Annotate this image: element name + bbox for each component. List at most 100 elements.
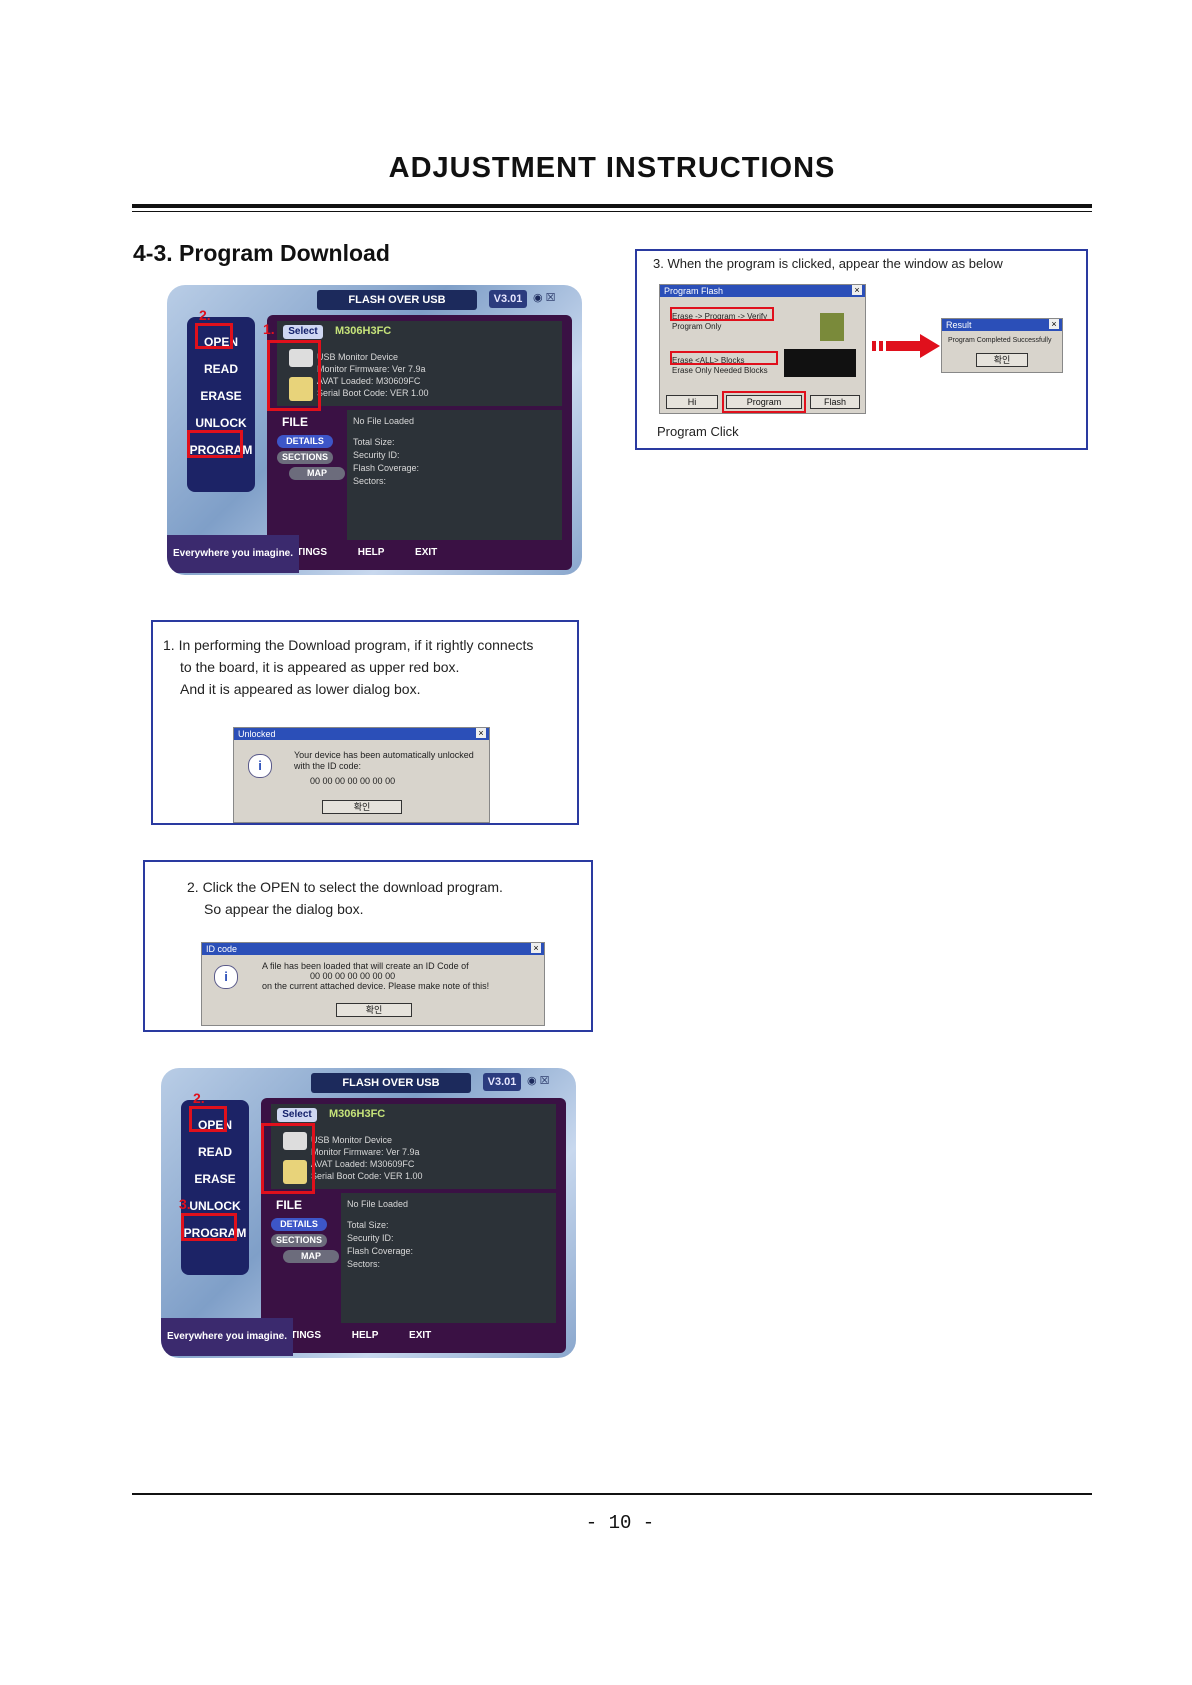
file-info-panel <box>341 1193 556 1323</box>
list-item: Security ID: <box>347 1233 394 1243</box>
slogan-banner: Everywhere you imagine. <box>167 535 299 573</box>
menu-program[interactable]: PROGRAM <box>189 443 253 457</box>
highlight-erase <box>670 351 778 365</box>
sections-button[interactable]: SECTIONS <box>277 451 333 464</box>
progress-area <box>784 349 856 377</box>
note-3-text: 3. When the program is clicked, appear t… <box>653 256 1003 271</box>
note-1-line: to the board, it is appeared as upper re… <box>180 659 460 675</box>
note-2-box: 2. Click the OPEN to select the download… <box>143 860 593 1032</box>
details-button[interactable]: DETAILS <box>271 1218 327 1231</box>
window-controls-icon: ◉ ☒ <box>533 292 556 304</box>
result-message: Program Completed Successfully <box>948 337 1052 344</box>
file-label: FILE <box>276 1198 302 1212</box>
device-line: Monitor Firmware: Ver 7.9a <box>317 364 426 374</box>
menu-unlock[interactable]: UNLOCK <box>195 416 247 430</box>
device-line: Serial Boot Code: VER 1.00 <box>317 388 429 398</box>
list-item: Sectors: <box>353 476 387 486</box>
info-icon: i <box>248 754 272 778</box>
close-icon[interactable]: × <box>531 943 541 953</box>
hi-button[interactable]: Hi <box>666 395 718 409</box>
dialog-message-1: A file has been loaded that will create … <box>262 961 469 971</box>
app-main-panel: Select M306H3FC USB Monitor Device Monit… <box>261 1098 566 1353</box>
header-rule-thin <box>132 211 1092 212</box>
menu-erase[interactable]: ERASE <box>200 389 242 403</box>
callout-3: 3. <box>179 1196 191 1212</box>
select-button[interactable]: Select <box>277 1108 317 1122</box>
flash-button[interactable]: Flash <box>810 395 860 409</box>
list-item: Sectors: <box>347 1259 381 1269</box>
program-button[interactable]: Program <box>726 395 802 409</box>
section-title: 4-3. Program Download <box>133 240 390 266</box>
option-program-only[interactable]: Program Only <box>672 322 722 331</box>
app-version: V3.01 <box>489 290 527 308</box>
ok-button[interactable]: 확인 <box>322 800 402 814</box>
highlight-open <box>195 323 233 349</box>
menu-open[interactable]: OPEN <box>197 1118 232 1132</box>
slogan-banner: Everywhere you imagine. <box>161 1318 293 1356</box>
bottom-buttons[interactable]: SETTINGS HELP EXIT <box>277 547 438 558</box>
note-3-caption: Program Click <box>657 424 739 439</box>
option-erase-needed[interactable]: Erase Only Needed Blocks <box>672 366 768 375</box>
dialog-message-2: on the current attached device. Please m… <box>262 981 490 991</box>
highlight-open <box>189 1106 227 1132</box>
details-button[interactable]: DETAILS <box>277 435 333 448</box>
id-code-dialog: ID code × i A file has been loaded that … <box>201 942 545 1026</box>
ok-button[interactable]: 확인 <box>976 353 1028 367</box>
file-info-text: No File Loaded Total Size: Security ID: … <box>353 415 419 488</box>
callout-2: 2. <box>193 1090 205 1106</box>
menu-read[interactable]: READ <box>203 362 238 376</box>
menu-open[interactable]: OPEN <box>203 335 238 349</box>
device-line: AVAT Loaded: M30609FC <box>317 376 421 386</box>
list-item: Total Size: <box>347 1220 389 1230</box>
map-button[interactable]: MAP <box>289 467 345 480</box>
info-icon: i <box>214 965 238 989</box>
select-button[interactable]: Select <box>283 325 323 339</box>
note-2-line: So appear the dialog box. <box>204 901 364 917</box>
file-info-panel <box>347 410 562 540</box>
device-line: USB Monitor Device <box>317 352 399 362</box>
highlight-program-button <box>722 391 806 413</box>
close-icon[interactable]: × <box>852 285 862 295</box>
page-title: ADJUSTMENT INSTRUCTIONS <box>388 152 836 184</box>
program-flash-dialog: Program Flash × Erase -> Program -> Veri… <box>659 284 866 414</box>
menu-program[interactable]: PROGRAM <box>183 1226 247 1240</box>
device-line: USB Monitor Device <box>311 1135 393 1145</box>
list-item: Security ID: <box>353 450 400 460</box>
dialog-code: 00 00 00 00 00 00 00 <box>310 776 396 786</box>
menu-unlock[interactable]: UNLOCK <box>189 1199 241 1213</box>
dialog-code: 00 00 00 00 00 00 00 <box>310 971 396 981</box>
close-icon[interactable]: × <box>476 728 486 738</box>
flash-over-usb-screenshot-2: FLASH OVER USB V3.01 ◉ ☒ OPEN READ ERASE… <box>161 1068 576 1358</box>
note-2-line: 2. Click the OPEN to select the download… <box>187 879 503 895</box>
close-icon[interactable]: × <box>1049 319 1059 329</box>
file-label: FILE <box>282 415 308 429</box>
device-line: AVAT Loaded: M30609FC <box>311 1159 415 1169</box>
note-1-text: 1. In performing the Download program, i… <box>163 634 533 700</box>
bottom-buttons[interactable]: SETTINGS HELP EXIT <box>271 1330 432 1341</box>
option-erase-all[interactable]: Erase <ALL> Blocks <box>672 356 745 365</box>
dialog-message: Your device has been automatically unloc… <box>294 750 474 771</box>
note-3-box: 3. When the program is clicked, appear t… <box>635 249 1088 450</box>
highlight-device <box>267 340 321 411</box>
app-main-panel: Select M306H3FC USB Monitor Device Monit… <box>267 315 572 570</box>
sections-button[interactable]: SECTIONS <box>271 1234 327 1247</box>
flash-over-usb-screenshot-1: FLASH OVER USB V3.01 ◉ ☒ OPEN READ ERASE… <box>167 285 582 575</box>
option-erase-program-verify[interactable]: Erase -> Program -> Verify <box>672 312 768 321</box>
device-line: Serial Boot Code: VER 1.00 <box>311 1171 423 1181</box>
ok-button[interactable]: 확인 <box>336 1003 412 1017</box>
highlight-program <box>181 1213 237 1241</box>
arrow-right-icon <box>872 334 940 358</box>
note-1-line: And it is appeared as lower dialog box. <box>180 681 421 697</box>
device-panel: Select M306H3FC USB Monitor Device Monit… <box>277 321 562 406</box>
map-button[interactable]: MAP <box>283 1250 339 1263</box>
list-item: Flash Coverage: <box>353 463 420 473</box>
menu-erase[interactable]: ERASE <box>194 1172 236 1186</box>
list-item: Flash Coverage: <box>347 1246 414 1256</box>
dialog-title: Result <box>942 319 1062 331</box>
menu-read[interactable]: READ <box>197 1145 232 1159</box>
dialog-title: ID code <box>202 943 544 955</box>
page-number: - 10 - <box>585 1512 655 1534</box>
note-2-text: 2. Click the OPEN to select the download… <box>187 876 503 920</box>
highlight-program <box>187 430 243 458</box>
unlocked-dialog: Unlocked × i Your device has been automa… <box>233 727 490 823</box>
